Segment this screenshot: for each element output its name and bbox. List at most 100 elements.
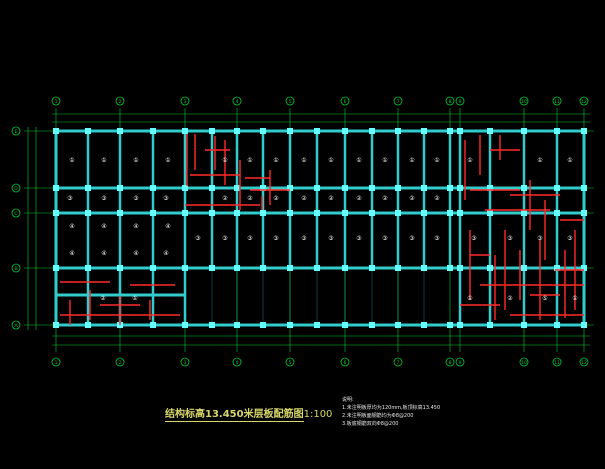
column [554,265,560,271]
column [287,185,293,191]
column [521,210,527,216]
column [369,128,375,134]
column [521,265,527,271]
column [421,265,427,271]
column [182,265,188,271]
panel-label: ① [132,295,137,302]
panel-label: ② [301,195,307,202]
axis-bubble-top-12-circle [579,96,589,106]
column [342,322,348,328]
panel-label: ② [247,195,253,202]
column [314,322,320,328]
column [314,210,320,216]
axis-bubble-bottom-5-label: 5 [289,360,292,366]
column [234,322,240,328]
column [287,210,293,216]
column [487,185,493,191]
axis-bubble-row-A-circle [11,320,21,330]
panel-label: ② [434,195,440,202]
axis-bubble-bottom-2-label: 2 [119,360,122,366]
drawing-scale: 1:100 [303,409,333,420]
column [369,265,375,271]
panel-label: ③ [471,235,476,242]
column [85,265,91,271]
column [421,322,427,328]
column [457,128,463,134]
axis-bubble-top-4-circle [232,96,242,106]
column [182,185,188,191]
axis-bubble-row-B-circle [11,263,21,273]
drawing-title: 结构标高13.450米层板配筋图1:100 [165,405,333,422]
column [554,210,560,216]
column [447,210,453,216]
column [85,185,91,191]
axis-bubble-top-9-circle [455,96,465,106]
column [209,265,215,271]
column [53,265,59,271]
column [521,322,527,328]
column [457,322,463,328]
axis-bubble-bottom-9-label: 9 [459,360,462,366]
column [182,322,188,328]
column [287,322,293,328]
column [209,128,215,134]
panel-label: ① [328,157,333,164]
column [581,265,587,271]
panel-label: ② [100,295,106,302]
axis-bubble-top-10-circle [519,96,529,106]
column [342,128,348,134]
panel-label: ③ [247,235,252,242]
panel-label: ⑤ [542,295,547,302]
axis-bubble-bottom-3-label: 3 [184,360,187,366]
note-line: 2.未注明板面钢筋均为Φ8@200 [342,413,414,419]
axis-bubble-bottom-10-label: 10 [521,360,527,366]
panel-label: ③ [382,235,387,242]
panel-label: ② [507,295,513,302]
axis-bubble-top-10-label: 10 [521,99,527,105]
panel-label: ③ [356,235,361,242]
column [554,128,560,134]
notes-heading: 说明: [342,397,354,403]
column [581,128,587,134]
column [260,322,266,328]
column [314,128,320,134]
column [260,128,266,134]
axis-bubble-top-2-circle [115,96,125,106]
axis-bubble-row-A-label: A [14,323,18,329]
rebar-marks [60,134,584,325]
column [395,322,401,328]
column [581,322,587,328]
axis-bubble-top-11-circle [552,96,562,106]
column [395,265,401,271]
axis-bubble-bottom-8-circle [445,357,455,367]
column [369,210,375,216]
panel-label: ① [467,157,472,164]
column [487,265,493,271]
panel-label: ④ [133,223,138,230]
panel-label: ① [165,157,170,164]
panel-label: ③ [507,235,512,242]
axis-bubble-top-9-label: 9 [459,99,462,105]
panel-label: ① [247,157,252,164]
axis-bubble-top-2-label: 2 [119,99,122,105]
panel-label: ① [101,157,106,164]
column [53,185,59,191]
column [447,128,453,134]
column [53,128,59,134]
axis-bubble-top-6-label: 6 [344,99,347,105]
panel-label: ③ [537,235,542,242]
panel-label: ④ [101,223,106,230]
panel-label: ① [301,157,306,164]
column [421,210,427,216]
column [287,265,293,271]
panel-label: ② [382,195,388,202]
panel-label: ④ [69,250,74,257]
column [369,322,375,328]
column [457,265,463,271]
panel-label: ③ [567,235,572,242]
axis-bubble-top-5-label: 5 [289,99,292,105]
axis-bubble-top-8-label: 8 [449,99,452,105]
panel-label: ① [133,157,138,164]
column [85,128,91,134]
